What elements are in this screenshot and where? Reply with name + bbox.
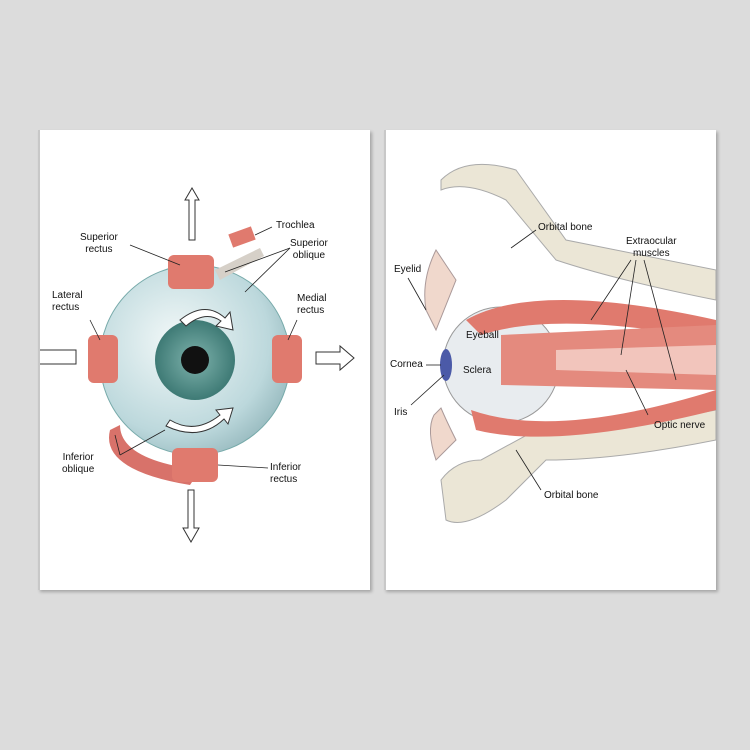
cornea-iris	[440, 349, 452, 381]
inferior-muscle	[471, 390, 716, 437]
superior-oblique-tendon	[215, 248, 264, 280]
down-arrow-icon	[182, 489, 200, 544]
optic-nerve	[556, 345, 716, 375]
left-canvas-panel: Trochlea Superior rectus Superior obliqu…	[38, 130, 370, 590]
label-sclera: Sclera	[463, 365, 492, 376]
pupil	[181, 346, 209, 374]
right-arrow-icon	[315, 344, 355, 372]
up-arrow-icon	[184, 187, 200, 241]
label-orbital-bone-top: Orbital bone	[538, 222, 593, 233]
label-cornea: Cornea	[390, 359, 423, 370]
label-superior-rectus: Superior rectus	[80, 232, 118, 255]
eyelid-lower	[430, 407, 457, 461]
right-canvas-panel: Orbital bone Extraocular muscles Eyelid …	[384, 130, 716, 590]
label-orbital-bone-bottom: Orbital bone	[544, 490, 599, 501]
orbit-cross-section-diagram	[407, 163, 716, 523]
left-arrow-icon	[40, 349, 77, 365]
label-iris: Iris	[394, 407, 408, 418]
eye-muscles-diagram	[40, 187, 355, 544]
orbital-bone-top	[440, 163, 716, 301]
medial-rectus-muscle	[272, 335, 302, 383]
label-extraocular-muscles: Extraocular muscles	[626, 236, 677, 259]
orbital-bone-bottom	[440, 409, 716, 523]
label-trochlea: Trochlea	[276, 220, 315, 231]
label-inferior-oblique: Inferior oblique	[62, 452, 95, 475]
rotation-arrow-icon	[179, 309, 234, 331]
label-inferior-rectus: Inferior rectus	[270, 462, 302, 485]
label-eyelid: Eyelid	[394, 264, 422, 275]
lateral-rectus-muscle	[88, 335, 118, 383]
label-eyeball: Eyeball	[466, 330, 499, 341]
rotation-arrow-icon	[165, 407, 234, 434]
label-optic-nerve: Optic nerve	[654, 420, 706, 431]
inferior-rectus-muscle	[172, 448, 218, 482]
trochlea	[228, 226, 256, 248]
label-lateral-rectus: Lateral rectus	[52, 290, 83, 313]
eyelid-upper	[424, 249, 457, 332]
superior-rectus-muscle	[168, 255, 214, 289]
label-medial-rectus: Medial rectus	[297, 293, 327, 316]
label-superior-oblique: Superior oblique	[290, 238, 328, 261]
